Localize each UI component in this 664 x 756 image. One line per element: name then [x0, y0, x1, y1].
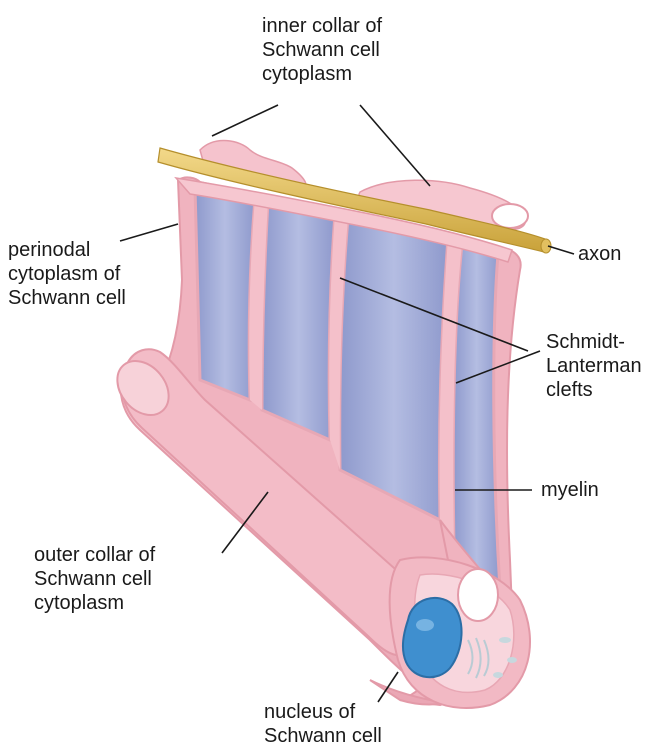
- leader-axon: [548, 246, 574, 254]
- myelin-panel-2: [262, 202, 335, 440]
- inner-collar-opening: [492, 204, 528, 228]
- label-outer-collar: outer collar of Schwann cell cytoplasm: [34, 543, 155, 615]
- leader-perinodal: [120, 224, 178, 241]
- organelle-1: [499, 637, 511, 643]
- myelin-panel-1: [195, 188, 255, 400]
- organelle-3: [493, 672, 503, 678]
- label-schmidt-lanterman: Schmidt- Lanterman clefts: [546, 330, 642, 402]
- leader-inner-collar-1: [212, 105, 278, 136]
- cross-section-hollow: [458, 569, 498, 621]
- label-inner-collar: inner collar of Schwann cell cytoplasm: [262, 14, 382, 86]
- myelin-panel-3: [340, 218, 448, 520]
- leader-inner-collar-2: [360, 105, 430, 186]
- label-perinodal: perinodal cytoplasm of Schwann cell: [8, 238, 126, 310]
- label-myelin: myelin: [541, 478, 599, 502]
- label-nucleus: nucleus of Schwann cell: [264, 700, 382, 748]
- myelin-panel-4: [453, 244, 500, 590]
- schwann-nucleus: [403, 598, 462, 677]
- nucleus-highlight: [416, 619, 434, 631]
- label-axon: axon: [578, 242, 621, 266]
- organelle-2: [507, 657, 517, 663]
